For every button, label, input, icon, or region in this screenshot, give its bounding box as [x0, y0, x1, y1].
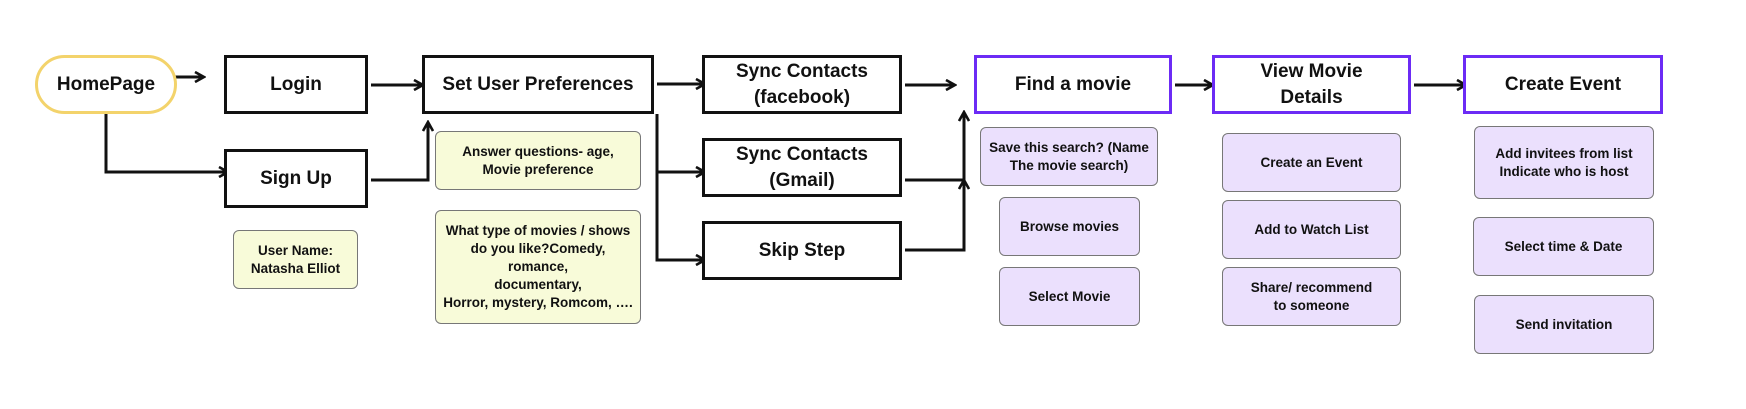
- browse-movies-note: Browse movies: [999, 197, 1140, 256]
- arrow-skip-to-find: [905, 180, 964, 252]
- homepage-node[interactable]: HomePage: [35, 55, 177, 114]
- arrow-gmail-to-find: [905, 112, 964, 182]
- create-event-node[interactable]: Create Event: [1463, 55, 1663, 114]
- sync-contacts-gmail-node[interactable]: Sync Contacts (Gmail): [702, 138, 902, 197]
- share-recommend-note: Share/ recommend to someone: [1222, 267, 1401, 326]
- skip-step-node[interactable]: Skip Step: [702, 221, 902, 280]
- answer-questions-note: Answer questions- age, Movie preference: [435, 131, 641, 190]
- login-node[interactable]: Login: [224, 55, 368, 114]
- find-a-movie-node[interactable]: Find a movie: [974, 55, 1172, 114]
- user-name-note: User Name: Natasha Elliot: [233, 230, 358, 289]
- save-search-note: Save this search? (Name The movie search…: [980, 127, 1158, 186]
- signup-node[interactable]: Sign Up: [224, 149, 368, 208]
- set-user-preferences-node[interactable]: Set User Preferences: [422, 55, 654, 114]
- send-invitation-note: Send invitation: [1474, 295, 1654, 354]
- add-to-watch-list-note: Add to Watch List: [1222, 200, 1401, 259]
- sync-contacts-facebook-node[interactable]: Sync Contacts (facebook): [702, 55, 902, 114]
- arrow-preferences-to-gmail: [655, 114, 705, 172]
- add-invitees-note: Add invitees from list Indicate who is h…: [1474, 126, 1654, 199]
- create-an-event-note: Create an Event: [1222, 133, 1401, 192]
- arrow-preferences-to-skip: [655, 172, 705, 260]
- select-movie-note: Select Movie: [999, 267, 1140, 326]
- select-time-date-note: Select time & Date: [1473, 217, 1654, 276]
- view-movie-details-node[interactable]: View Movie Details: [1212, 55, 1411, 114]
- movie-types-note: What type of movies / shows do you like?…: [435, 210, 641, 324]
- arrow-signup-to-preferences: [371, 122, 428, 182]
